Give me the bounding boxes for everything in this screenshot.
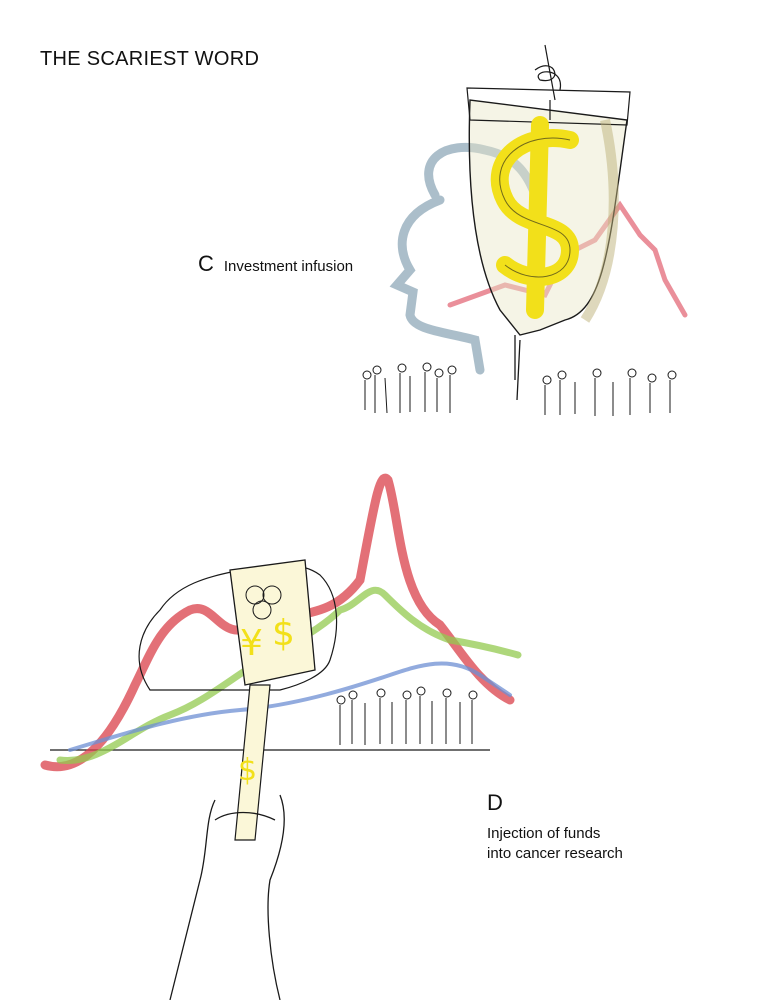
blue-trend-line (68, 661, 512, 752)
injection-of-funds-illustration: ¥ $ $ (40, 473, 522, 1000)
crowd-right (542, 368, 677, 416)
dollar-symbol-icon: $ (272, 613, 295, 654)
caption-d-line-2: into cancer research (487, 845, 623, 862)
lower-hand (169, 794, 285, 1000)
red-trend-line (40, 473, 515, 772)
caption-c: C Investment infusion (198, 251, 353, 277)
dollar-symbol-icon: $ (238, 753, 257, 788)
caption-d-letter: D (487, 790, 503, 815)
hanger-scribble (534, 44, 561, 120)
page-title: THE SCARIEST WORD (40, 48, 260, 70)
caption-d: D Injection of funds into cancer researc… (487, 790, 623, 864)
yen-symbol-icon: ¥ (240, 623, 263, 664)
investment-infusion-illustration (362, 44, 688, 416)
crowd (336, 686, 478, 745)
caption-c-text: Investment infusion (223, 258, 354, 275)
crowd-left (362, 362, 457, 414)
red-trend-line (447, 200, 688, 318)
caption-d-line-1: Injection of funds (487, 825, 601, 842)
syringe-tube (234, 684, 271, 841)
caption-c-letter: C (198, 251, 214, 276)
syringe-barrel (229, 559, 316, 686)
green-trend-line (56, 586, 522, 764)
